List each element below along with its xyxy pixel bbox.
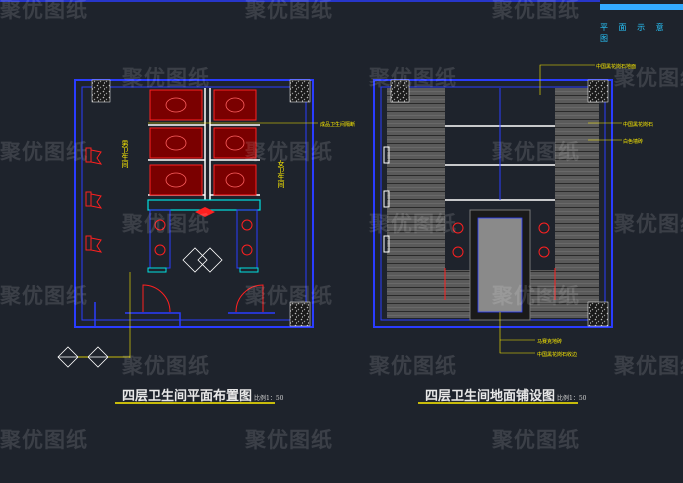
watermark: 聚优图纸 — [369, 66, 457, 90]
watermark: 聚优图纸 — [369, 212, 457, 236]
callout-partition-text: 成品卫生间隔断 — [320, 121, 355, 128]
callout-right-2-text: 白色墙砖 — [623, 138, 643, 145]
watermark: 聚优图纸 — [122, 212, 210, 236]
bottom-wall-openings — [94, 302, 275, 327]
watermark: 聚优图纸 — [0, 0, 88, 22]
tiled-floor-right — [555, 88, 599, 318]
watermark: 聚优图纸 — [492, 0, 580, 22]
callout-bottom-1-text: 马赛克地砖 — [537, 338, 562, 345]
watermark: 聚优图纸 — [245, 140, 333, 164]
watermark: 聚优图纸 — [245, 428, 333, 452]
watermark: 聚优图纸 — [492, 428, 580, 452]
right-floor-plan: 中国黑花岗石地面 中国黑花岗石 白色墙砖 马赛克地砖 中国黑花岗石收边 — [373, 63, 653, 358]
column-right-top-left — [390, 79, 410, 103]
door-swings-right — [444, 268, 556, 300]
watermark: 聚优图纸 — [0, 428, 88, 452]
right-plan-title: 四层卫生间地面铺设图比例1：50 — [425, 385, 586, 404]
elevation-markers — [57, 346, 130, 368]
callout-bottom: 马赛克地砖 中国黑花岗石收边 — [499, 312, 577, 358]
watermark: 聚优图纸 — [614, 66, 683, 90]
watermark: 聚优图纸 — [0, 140, 88, 164]
column-top-left — [91, 79, 111, 103]
callout-bottom-2-text: 中国黑花岗石收边 — [537, 351, 577, 358]
tiled-floor-bottom-left — [445, 270, 470, 318]
column-right-top-right — [587, 79, 609, 103]
urinal-group-left — [85, 147, 103, 253]
central-vanity — [147, 199, 261, 273]
left-plan-title: 四层卫生间平面布置图比例1：50 — [122, 385, 283, 404]
corner-accent-bar — [600, 4, 683, 10]
callout-top: 中国黑花岗石地面 — [539, 63, 636, 95]
left-plan-title-text: 四层卫生间平面布置图 — [122, 389, 253, 404]
watermark: 聚优图纸 — [492, 140, 580, 164]
callout-partition: 成品卫生间隔断 — [205, 121, 355, 128]
watermark: 聚优图纸 — [0, 284, 88, 308]
watermark: 聚优图纸 — [614, 212, 683, 236]
floor-partitions — [445, 88, 555, 201]
left-plan-scale: 比例1：50 — [254, 395, 284, 402]
column-bottom-right — [289, 301, 311, 327]
label-men-restroom: 男卫生间 — [121, 140, 129, 169]
watermark: 聚优图纸 — [122, 66, 210, 90]
right-plan-outer-wall — [373, 79, 613, 328]
column-top-right — [289, 79, 311, 103]
toilet-fixtures — [149, 89, 257, 196]
sinks-right — [452, 222, 550, 258]
watermark: 聚优图纸 — [492, 284, 580, 308]
watermark: 聚优图纸 — [245, 284, 333, 308]
tiled-floor-bottom-right — [530, 270, 555, 318]
right-plan-scale: 比例1：50 — [557, 395, 587, 402]
door-swings — [142, 284, 264, 313]
right-plan-title-text: 四层卫生间地面铺设图 — [425, 389, 556, 404]
urinal-outlines-right — [383, 146, 390, 253]
callout-right-2: 白色墙砖 — [588, 138, 643, 145]
callout-right-1: 中国黑花岗石 — [588, 121, 653, 128]
column-right-bottom-right — [587, 301, 609, 327]
callout-top-text: 中国黑花岗石地面 — [596, 63, 636, 70]
tiled-floor-left — [387, 88, 445, 318]
label-women-restroom: 女卫生间 — [277, 159, 285, 189]
watermark: 聚优图纸 — [369, 354, 457, 378]
watermark: 聚优图纸 — [245, 0, 333, 22]
watermark: 聚优图纸 — [614, 354, 683, 378]
left-floor-plan: 男卫生间 女卫生间 — [57, 79, 355, 368]
watermark: 聚优图纸 — [122, 354, 210, 378]
callout-right-1-text: 中国黑花岗石 — [623, 121, 653, 128]
left-plan-outer-wall — [74, 79, 314, 328]
corner-title: 平 面 示 意 图 — [600, 23, 668, 43]
left-plan-inner-wall — [81, 86, 307, 321]
